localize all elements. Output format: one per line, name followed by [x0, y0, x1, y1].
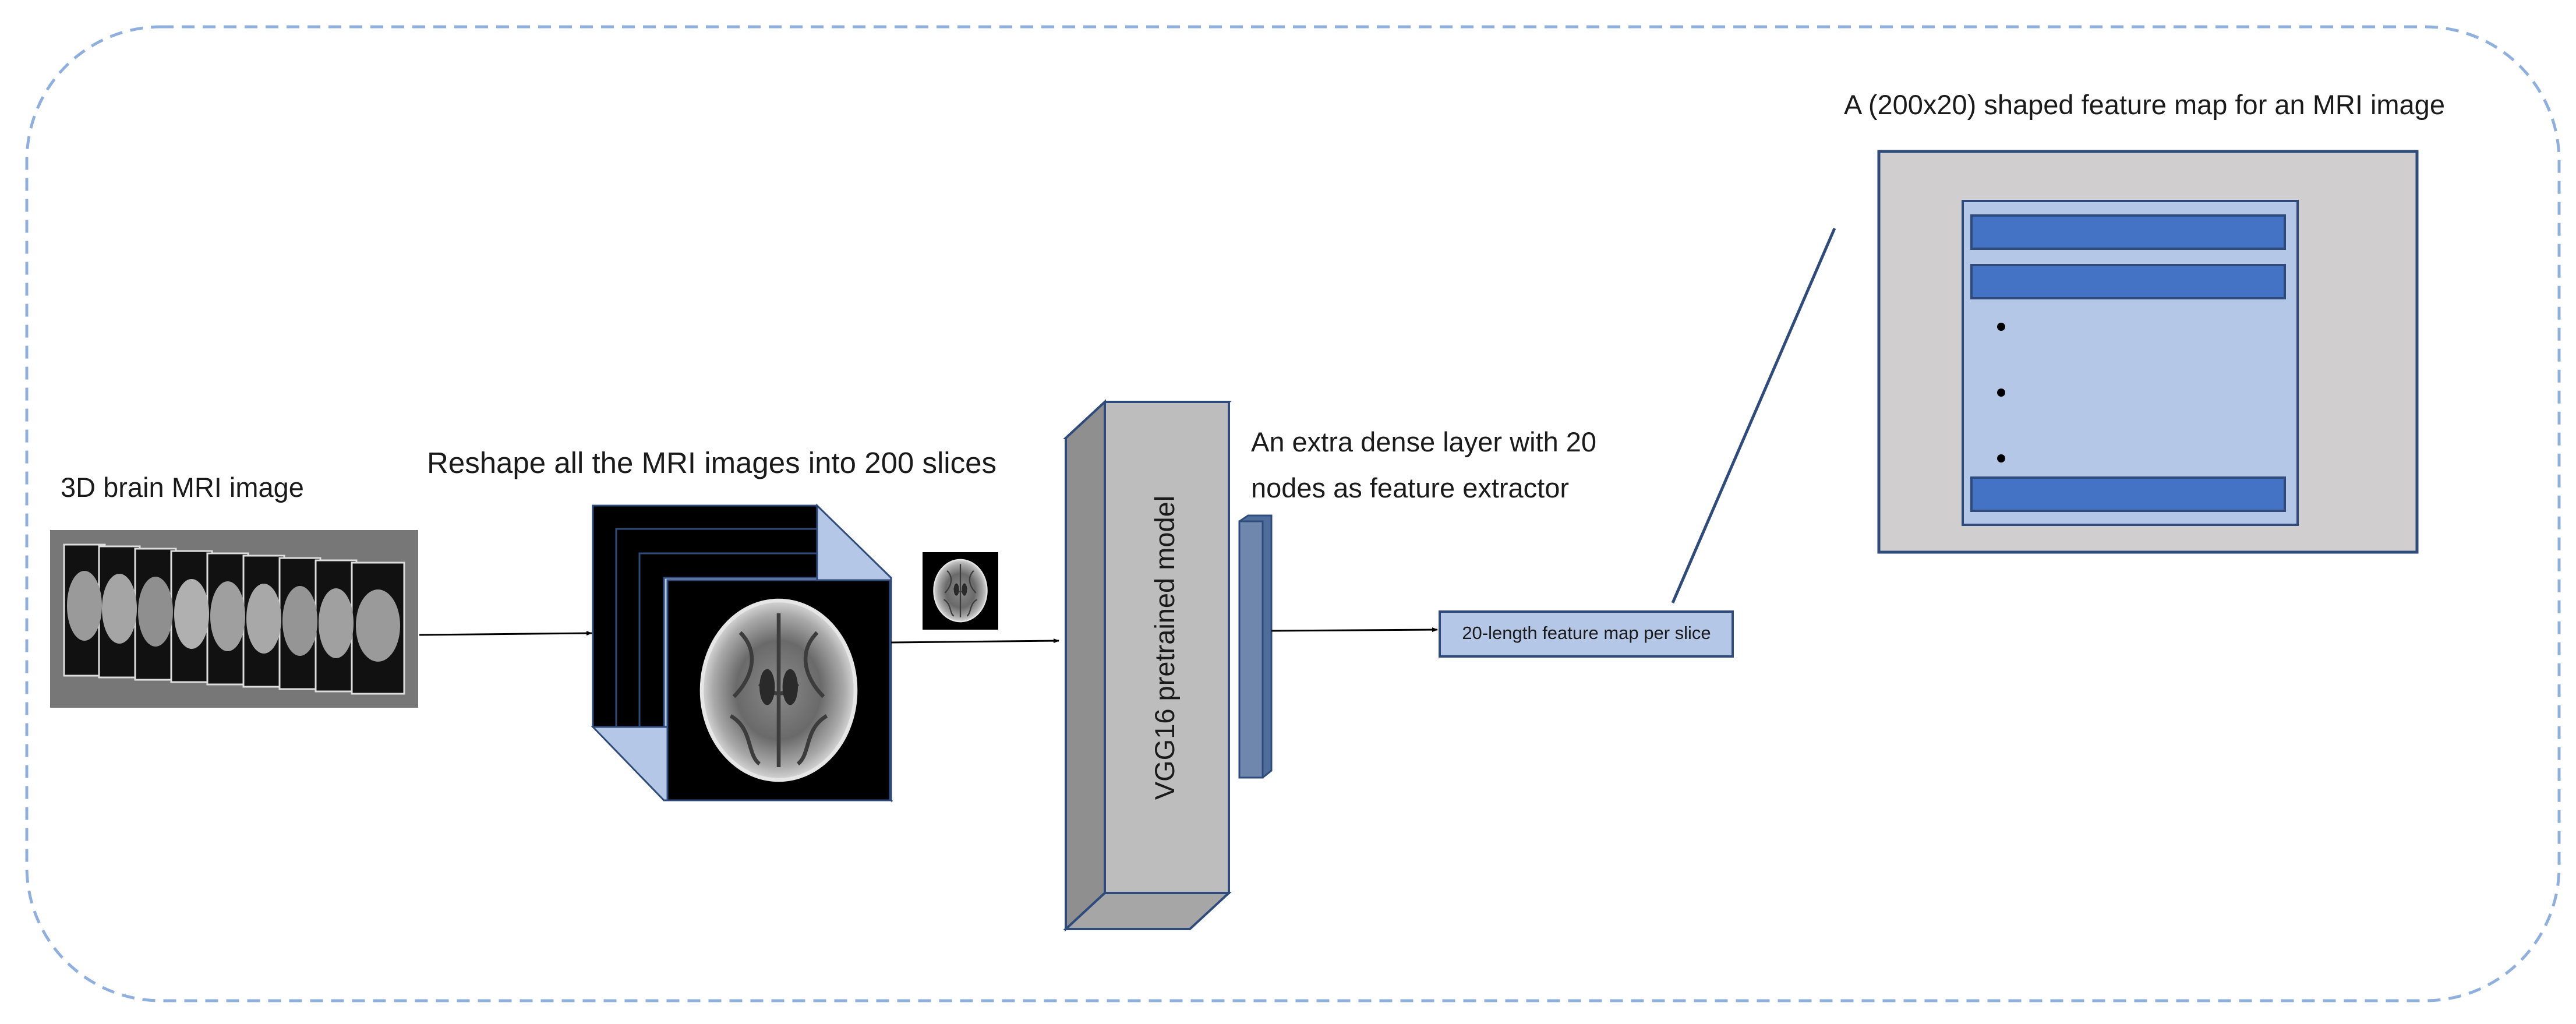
mri-3d-image: [50, 530, 418, 708]
single-slice-thumbnail: [923, 552, 998, 630]
feature-row-last: [1970, 476, 2286, 512]
ellipsis-dot-3: [1997, 454, 2005, 462]
outer-dashed-border: [25, 25, 2561, 1002]
connector-line: [1671, 228, 1836, 603]
slice-stack: [591, 503, 893, 803]
dense-layer: [1238, 514, 1273, 779]
feature-row-2: [1970, 264, 2286, 299]
feature-per-slice-box: 20-length feature map per slice: [1439, 610, 1734, 658]
arrow-to-vgg: [891, 638, 1059, 644]
feature-map-panel: [1877, 150, 2419, 554]
feature-map-title: A (200x20) shaped feature map for an MRI…: [1844, 89, 2445, 120]
feature-row-1: [1970, 214, 2286, 250]
vgg16-label: VGG16 pretrained model: [1149, 496, 1180, 800]
ellipsis-dot-1: [1997, 323, 2005, 331]
vgg16-block: VGG16 pretrained model: [1062, 399, 1232, 932]
dense-layer-label-line2: nodes as feature extractor: [1251, 472, 1569, 503]
reshape-label: Reshape all the MRI images into 200 slic…: [427, 446, 997, 479]
ellipsis-dot-2: [1997, 389, 2005, 397]
arrow-to-feature: [1271, 627, 1438, 633]
dense-layer-label-line1: An extra dense layer with 20: [1251, 426, 1596, 457]
mri-3d-label: 3D brain MRI image: [61, 472, 304, 503]
arrow-to-slices: [419, 631, 592, 636]
feature-per-slice-label: 20-length feature map per slice: [1462, 623, 1711, 643]
